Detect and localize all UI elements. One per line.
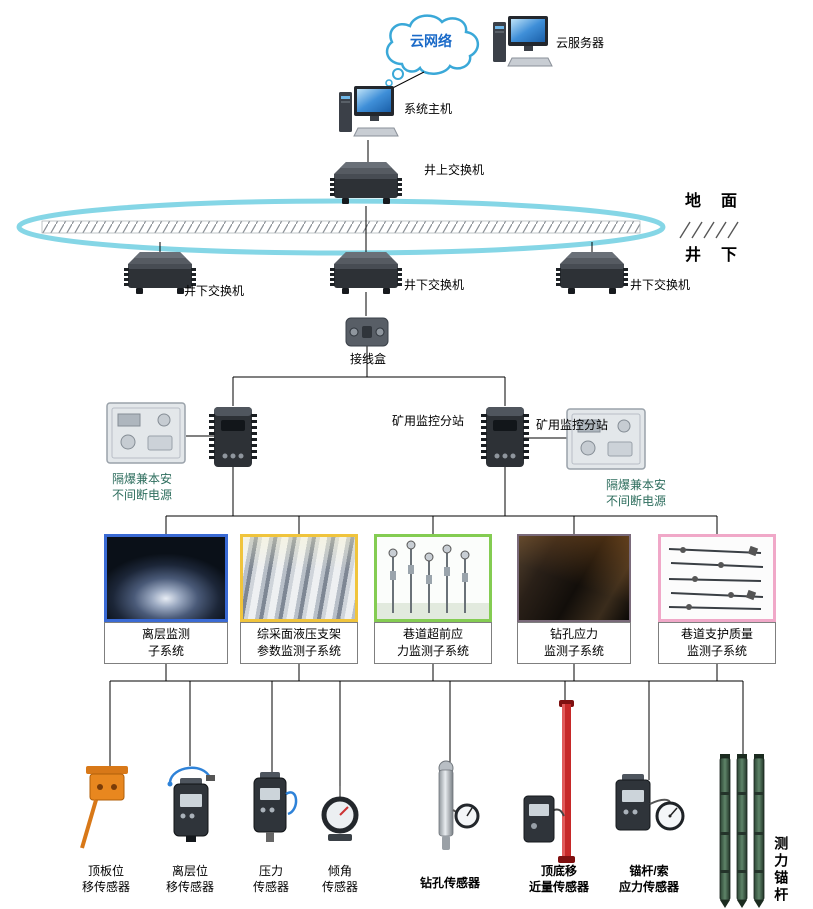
ground-hatch-icon: [679, 221, 739, 239]
sensor-1-label-line1: 顶板位: [87, 864, 124, 878]
force-anchor-label: 测力锚杆: [773, 836, 790, 904]
subsystem-4-photo: [517, 534, 631, 622]
ground-surface-label: 地 面: [684, 193, 739, 210]
sensor-2-label-line1: 离层位: [171, 864, 208, 878]
substation-2-label: 矿用监控分站: [536, 418, 609, 432]
sensor-2-label-line2: 移传感器: [165, 879, 214, 894]
system-host-label: 系统主机: [404, 102, 453, 116]
subsystem-4-caption-line1: 钻孔应力: [549, 627, 598, 641]
subsystem-3-caption-line2: 力监测子系统: [396, 643, 469, 658]
roof-displacement-sensor-icon: [80, 766, 128, 849]
sensor-3-label-line1: 压力: [258, 864, 283, 878]
subsystem-3-caption-line1: 巷道超前应: [402, 627, 463, 641]
sensor-1-label-line2: 移传感器: [81, 879, 130, 894]
subsystem-3-caption: 巷道超前应 力监测子系统: [374, 622, 492, 664]
cloud-server-icon: [492, 14, 554, 70]
sensor-7-label-line1: 锚杆/索: [629, 864, 669, 878]
sensor-6-label-line1: 顶底移: [540, 864, 577, 878]
anchor-stress-sensor-icon: [615, 774, 685, 831]
stress-meter-graphic: [377, 540, 489, 619]
pressure-sensor-icon: [253, 772, 298, 842]
cloud-icon: [385, 14, 479, 87]
junction-box-icon: [344, 314, 390, 350]
sensor-2-label: 离层位 移传感器: [158, 864, 222, 895]
system-host-icon: [338, 84, 400, 140]
sensor-4-label-line2: 传感器: [321, 879, 358, 894]
underground-switch-2-icon: [330, 248, 402, 298]
underground-switch-1-label: 井下交换机: [184, 284, 245, 298]
subsystem-5-caption-line2: 监测子系统: [686, 643, 747, 658]
subsystem-4-caption: 钻孔应力 监测子系统: [517, 622, 631, 664]
subsystem-2-caption-line1: 综采面液压支架: [256, 627, 341, 641]
anchor-bolts-graphic: [668, 545, 764, 610]
subsystem-hydraulic-support: 综采面液压支架 参数监测子系统: [240, 534, 358, 664]
subsystem-5-caption-line1: 巷道支护质量: [680, 627, 753, 641]
sensor-5-label: 钻孔传感器: [408, 876, 492, 892]
force-measuring-anchor-icon: [719, 754, 765, 908]
subsystem-2-caption-line2: 参数监测子系统: [256, 643, 341, 658]
sensor-4-label-line1: 倾角: [327, 864, 352, 878]
subsystem-5-caption: 巷道支护质量 监测子系统: [658, 622, 776, 664]
ups-left-icon: [106, 402, 186, 464]
subsystem-4-caption-line2: 监测子系统: [543, 643, 604, 658]
subsystem-1-caption-line1: 离层监测: [141, 627, 190, 641]
ring-network-ellipse: [16, 198, 666, 256]
ups-right-label-line1: 隔爆兼本安: [605, 478, 666, 492]
sensor-3-label: 压力 传感器: [240, 864, 302, 895]
substation-1-label: 矿用监控分站: [392, 414, 465, 428]
subsystem-support-quality: 巷道支护质量 监测子系统: [658, 534, 776, 664]
sensor-5-label-line1: 钻孔传感器: [419, 876, 480, 890]
sensor-3-label-line2: 传感器: [252, 879, 289, 894]
roof-floor-convergence-sensor-icon: [523, 700, 575, 863]
junction-box-label: 接线盒: [349, 352, 386, 366]
subsystem-2-photo: [240, 534, 358, 622]
substation-2-icon: [477, 404, 533, 470]
subsystem-separation-monitoring: 离层监测 子系统: [104, 534, 228, 664]
ups-right-label: 隔爆兼本安 不间断电源: [586, 478, 686, 509]
cloud-network-label: 云网络: [410, 33, 452, 49]
subsystem-2-caption: 综采面液压支架 参数监测子系统: [240, 622, 358, 664]
surface-switch-icon: [330, 158, 402, 208]
ring-hatch-band: [41, 220, 641, 234]
underground-switch-3-label: 井下交换机: [630, 278, 691, 292]
tilt-sensor-icon: [321, 786, 359, 841]
cloud-server-label: 云服务器: [556, 36, 605, 50]
underground-switch-3-icon: [556, 248, 628, 298]
subsystem-1-photo: [104, 534, 228, 622]
underground-switch-2-label: 井下交换机: [404, 278, 465, 292]
ups-left-label-line1: 隔爆兼本安: [111, 472, 172, 486]
sensor-1-label: 顶板位 移传感器: [74, 864, 138, 895]
subsystem-3-photo: [374, 534, 492, 622]
underground-label: 井 下: [684, 247, 739, 264]
separation-displacement-sensor-icon: [167, 766, 215, 842]
subsystem-borehole-stress: 钻孔应力 监测子系统: [517, 534, 631, 664]
sensor-7-label: 锚杆/索 应力传感器: [608, 864, 690, 895]
sensor-7-label-line2: 应力传感器: [618, 879, 679, 894]
borehole-sensor-icon: [438, 760, 480, 850]
subsystem-1-caption: 离层监测 子系统: [104, 622, 228, 664]
ups-left-label-line2: 不间断电源: [111, 487, 172, 502]
subsystem-5-photo: [658, 534, 776, 622]
sensor-4-label: 倾角 传感器: [310, 864, 370, 895]
subsystem-advance-stress: 巷道超前应 力监测子系统: [374, 534, 492, 664]
sensor-6-label: 顶底移 近量传感器: [518, 864, 600, 895]
ups-right-label-line2: 不间断电源: [605, 493, 666, 508]
ups-left-label: 隔爆兼本安 不间断电源: [92, 472, 192, 503]
sensor-6-label-line2: 近量传感器: [528, 879, 589, 894]
substation-1-icon: [205, 404, 261, 470]
subsystem-1-caption-line2: 子系统: [147, 643, 184, 658]
surface-switch-label: 井上交换机: [424, 163, 485, 177]
